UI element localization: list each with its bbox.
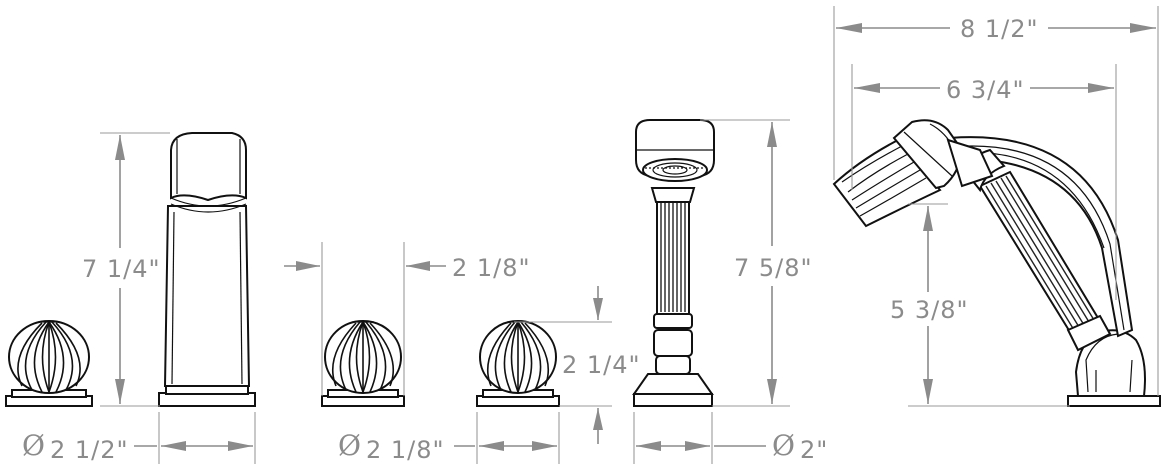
handshower-side [832,119,1161,407]
dimension-overall-width: 8 1/2" [833,6,1159,396]
dim-label-handshower-base-diameter: 2" [800,436,828,464]
dim-label-handle-height: 2 1/4" [562,351,641,379]
dimension-handle-base-diameter: Ø 2 1/2" [22,412,256,464]
dim-label-cradle-height: 5 3/8" [890,296,969,324]
dim-label-handshower-height: 7 5/8" [734,254,813,282]
diameter-symbol: Ø [338,429,361,462]
handshower-grip-ribs [660,202,686,312]
spout [158,132,256,407]
dimension-handle-height: 2 1/4" [514,286,641,444]
dim-label-inner-width: 6 3/4" [946,76,1025,104]
dimension-spout-height: 7 1/4" [82,132,170,407]
dim-label-valve-base-diameter: 2 1/8" [366,436,445,464]
dimension-handshower-base-diameter: Ø 2" [633,412,828,464]
dimension-cradle-height: 5 3/8" [890,203,1070,407]
right-handle [476,320,560,407]
dimension-handle-spacing: 2 1/8" [284,242,531,396]
diameter-symbol: Ø [22,429,45,462]
dimension-handshower-height: 7 5/8" [700,119,813,407]
dimension-valve-base-diameter: Ø 2 1/8" [338,412,560,464]
dim-label-handle-base-diameter: 2 1/2" [50,436,129,464]
middle-handle [321,320,405,407]
dimension-inner-width: 6 3/4" [851,64,1117,300]
left-handle [5,320,93,407]
side-grip-ribs [985,175,1095,331]
dim-label-spout-height: 7 1/4" [82,255,161,283]
dim-label-overall-width: 8 1/2" [960,15,1039,43]
dim-label-handle-spacing: 2 1/8" [452,254,531,282]
diameter-symbol: Ø [772,429,795,462]
handshower-front [632,119,715,407]
